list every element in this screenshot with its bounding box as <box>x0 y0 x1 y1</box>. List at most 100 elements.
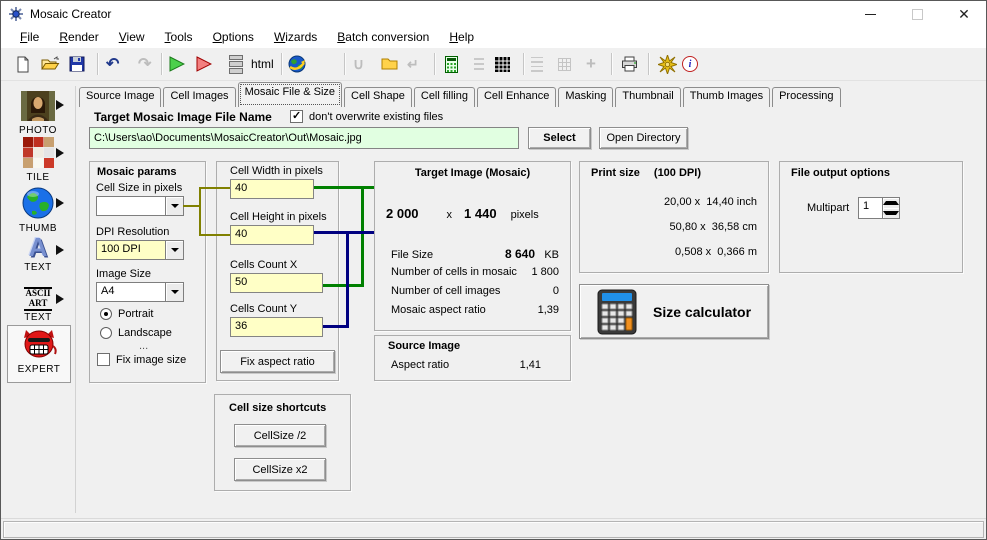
target-image-group <box>374 161 571 331</box>
toolbar-separator <box>434 53 435 75</box>
cell-stack-icon <box>229 54 243 61</box>
mosaic-grid-button[interactable] <box>315 54 332 74</box>
menu-options[interactable]: Options <box>212 30 254 44</box>
portrait-radio[interactable] <box>100 308 112 320</box>
crosshair-button-disabled: + <box>586 54 596 74</box>
tab-thumb-images[interactable]: Thumb Images <box>682 87 771 107</box>
tab-processing[interactable]: Processing <box>772 87 841 107</box>
calculator-button[interactable] <box>445 54 458 74</box>
black-grid-icon <box>495 56 510 72</box>
cellsize-double-button[interactable]: CellSize x2 <box>234 458 326 481</box>
menu-render[interactable]: Render <box>59 30 99 44</box>
minimize-button[interactable] <box>847 1 893 27</box>
tab-thumbnail[interactable]: Thumbnail <box>615 87 681 107</box>
print-size-cm: 50,80 x 36,58 cm <box>669 221 757 233</box>
cellsize-half-button[interactable]: CellSize /2 <box>234 424 326 447</box>
cells-count-y-input[interactable]: 36 <box>230 317 323 337</box>
menu-view[interactable]: View <box>118 30 145 44</box>
menu-bar: File Render View Tools Options Wizards B… <box>1 27 986 48</box>
grid-view-button[interactable] <box>495 54 510 74</box>
image-size-label: Image Size <box>96 268 152 280</box>
redo-button[interactable]: ↷ <box>138 54 151 74</box>
thumb-arrow-icon[interactable] <box>56 198 64 208</box>
info-icon: i <box>682 56 698 72</box>
print-size-group <box>579 161 769 273</box>
save-button[interactable] <box>69 54 85 74</box>
target-file-path-input[interactable]: C:\Users\ao\Documents\MosaicCreator\Out\… <box>89 127 519 149</box>
gear-icon <box>658 54 677 74</box>
connector-green-line <box>323 284 364 287</box>
spin-up-button[interactable] <box>883 198 899 208</box>
render-preview-button[interactable] <box>169 54 185 74</box>
sidebar-item-ascii-art[interactable]: ASCII ART TEXT <box>1 287 75 323</box>
photo-arrow-icon[interactable] <box>56 100 64 110</box>
image-size-dropdown[interactable]: A4 <box>96 282 184 302</box>
sidebar-item-thumb[interactable]: THUMB <box>1 187 75 234</box>
menu-file[interactable]: File <box>20 30 40 44</box>
size-calculator-icon <box>597 289 637 334</box>
new-file-button[interactable] <box>15 54 31 74</box>
toolbar-separator <box>648 53 649 75</box>
sidebar-item-photo[interactable]: PHOTO <box>1 91 75 136</box>
chevron-down-icon <box>883 211 899 215</box>
undo-button[interactable]: ↶ <box>106 54 119 74</box>
print-size-inch: 20,00 x 14,40 inch <box>664 196 757 208</box>
menu-batch-conversion[interactable]: Batch conversion <box>337 30 430 44</box>
html-export-button[interactable]: html <box>251 54 274 74</box>
fix-aspect-ratio-button[interactable]: Fix aspect ratio <box>220 350 335 373</box>
mosaic-params-title: Mosaic params <box>97 166 177 178</box>
lines-button-disabled <box>531 54 543 74</box>
multipart-spinner[interactable]: 1 <box>858 197 900 219</box>
return-arrow-icon: ↵ <box>407 55 419 72</box>
sidebar-item-text[interactable]: A TEXT <box>1 234 75 274</box>
landscape-radio[interactable] <box>100 327 112 339</box>
menu-help[interactable]: Help <box>449 30 475 44</box>
cell-width-input[interactable]: 40 <box>230 179 314 199</box>
connector-olive-line <box>183 205 201 207</box>
cell-height-input[interactable]: 40 <box>230 225 314 245</box>
cell-stack-button[interactable] <box>229 54 243 74</box>
size-calculator-button[interactable]: Size calculator <box>579 284 769 339</box>
folder-tool-button[interactable] <box>381 54 398 74</box>
ascii-arrow-icon[interactable] <box>56 294 64 304</box>
about-button[interactable]: i <box>682 54 698 74</box>
print-button[interactable] <box>621 54 638 74</box>
calculator-icon <box>445 55 458 73</box>
maximize-button[interactable] <box>894 1 940 27</box>
tab-cell-shape[interactable]: Cell Shape <box>344 87 412 107</box>
toolbar-separator <box>281 53 282 75</box>
cells-count-x-label: Cells Count X <box>230 259 298 271</box>
tab-masking[interactable]: Masking <box>558 87 614 107</box>
cells-count-x-input[interactable]: 50 <box>230 273 323 293</box>
toolbar-separator <box>344 53 345 75</box>
ascii-art-icon: ASCII ART <box>24 287 52 311</box>
dont-overwrite-checkbox[interactable] <box>290 110 303 123</box>
tab-cell-enhance[interactable]: Cell Enhance <box>476 87 557 107</box>
open-file-button[interactable] <box>41 54 60 74</box>
tab-source-image[interactable]: Source Image <box>79 87 162 107</box>
sidebar-item-tile[interactable]: TILE <box>1 137 75 183</box>
close-button[interactable]: ✕ <box>941 1 986 27</box>
undo-icon: ↶ <box>106 56 120 73</box>
open-directory-button[interactable]: Open Directory <box>599 127 688 149</box>
tile-arrow-icon[interactable] <box>56 148 64 158</box>
sidebar-item-expert[interactable]: EXPERT <box>7 325 71 383</box>
settings-button[interactable] <box>658 54 677 74</box>
render-button[interactable] <box>196 54 212 74</box>
select-file-button[interactable]: Select <box>528 127 591 149</box>
tab-mosaic-file-size[interactable]: Mosaic File & Size <box>237 82 343 107</box>
fix-image-size-checkbox[interactable] <box>97 353 110 366</box>
dpi-dropdown[interactable]: 100 DPI <box>96 240 184 260</box>
tab-cell-images[interactable]: Cell Images <box>163 87 236 107</box>
text-arrow-icon[interactable] <box>56 245 64 255</box>
tab-cell-filling[interactable]: Cell filling <box>413 87 475 107</box>
file-output-title: File output options <box>791 167 890 179</box>
cell-size-dropdown[interactable] <box>96 196 184 216</box>
target-height-value: 1 440 <box>464 206 497 221</box>
menu-tools[interactable]: Tools <box>164 30 193 44</box>
browser-button[interactable] <box>288 54 306 74</box>
spin-down-button[interactable] <box>883 208 899 218</box>
cell-shortcuts-title: Cell size shortcuts <box>229 402 327 414</box>
menu-wizards[interactable]: Wizards <box>273 30 318 44</box>
globe-icon <box>288 55 306 73</box>
